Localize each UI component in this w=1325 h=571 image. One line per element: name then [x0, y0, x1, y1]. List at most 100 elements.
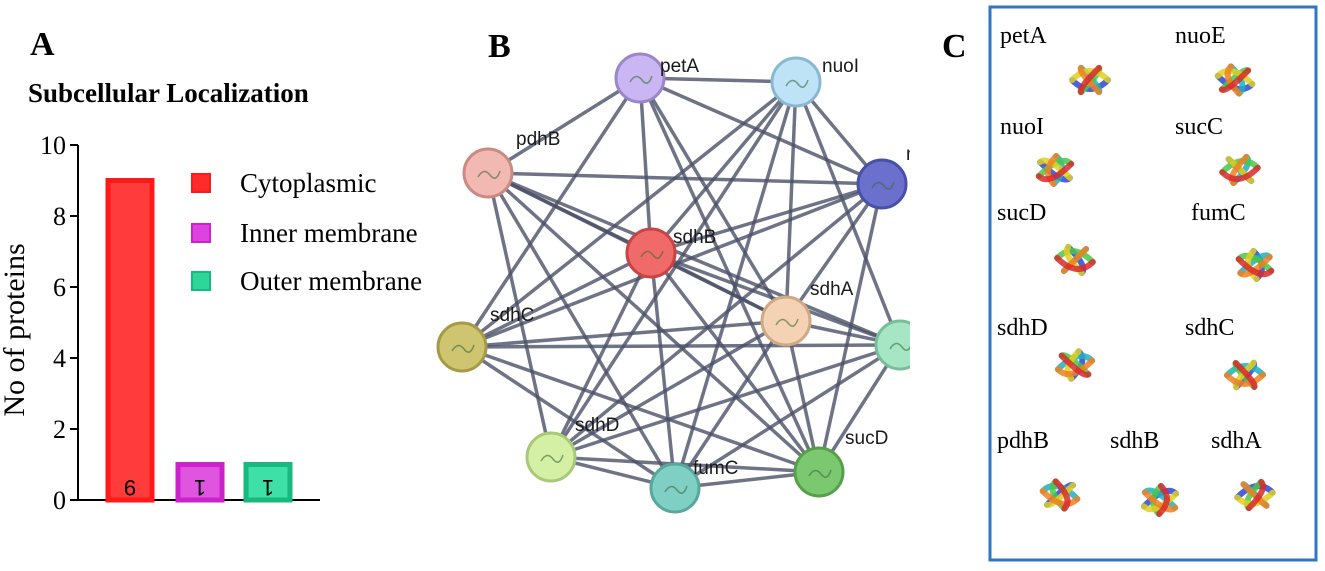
legend-swatch: [191, 223, 211, 243]
node-structure-glyph: [664, 485, 688, 494]
structure-ribbon: [1232, 359, 1257, 391]
structure-label-fumC: fumC: [1191, 200, 1246, 226]
structure-ribbon: [1069, 68, 1111, 83]
edge-sdhC-sucD: [461, 345, 820, 474]
edge-pdhB-nuoE: [487, 171, 883, 186]
structure-ribbon: [1219, 164, 1261, 182]
structure-ribbon: [1054, 357, 1096, 378]
y-axis-label: No of proteins: [0, 243, 31, 416]
y-axis: 0 2 4 6 8 10: [40, 131, 320, 515]
structure-ribbon: [1214, 67, 1256, 88]
bar-cytoplasmic: [105, 178, 155, 503]
node-label-pdhB: pdhB: [516, 129, 560, 150]
edge-petA-nuoE: [639, 76, 883, 186]
structure-image-sucC: [1219, 153, 1261, 187]
legend-swatch: [191, 271, 211, 291]
y-tick-label: 0: [53, 486, 66, 515]
bar-outer-membrane: [243, 462, 293, 503]
node-structure-glyph: [785, 79, 809, 88]
structure-image-fumC: [1235, 248, 1275, 282]
node-label-sdhA: sdhA: [810, 279, 854, 300]
y-tick-label: 2: [53, 415, 66, 444]
edge-nuoI-sdhD: [549, 81, 798, 458]
structure-ribbon: [1228, 153, 1250, 187]
edge-nuoI-sdhB: [649, 80, 798, 255]
structure-label-nuoE: nuoE: [1175, 23, 1226, 49]
node-label-sdhC: sdhC: [490, 305, 534, 326]
structure-image-nuoI: [1035, 153, 1075, 187]
edge-sdhA-fumC: [673, 320, 788, 489]
edge-sdhA-sdhC: [461, 319, 787, 349]
network-edges: [460, 76, 902, 490]
y-tick-label: 6: [53, 273, 66, 302]
node-structure-glyph: [808, 469, 832, 478]
legend-label: Outer membrane: [240, 266, 422, 296]
node-label-fumC: fumC: [693, 458, 738, 479]
node-structure-glyph: [451, 344, 475, 353]
node-label-petA: petA: [660, 56, 699, 77]
structure-ribbon: [1218, 67, 1252, 93]
structure-ribbon: [1232, 360, 1258, 390]
y-tick-label: 8: [53, 202, 66, 231]
structure-image-sucD: [1054, 244, 1096, 276]
edge-sdhB-sdhC: [461, 251, 652, 349]
node-structure-glyph: [889, 342, 910, 351]
interaction-network: petAnuoIpdhBnuoEsdhBsdhAsdhCsucCsdhDfumC…: [436, 52, 910, 514]
structure-image-sdhB: [1140, 483, 1180, 517]
structure-ribbon: [1077, 64, 1102, 96]
edge-sdhD-sucD: [550, 455, 820, 474]
node-label-nuoI: nuoI: [822, 56, 859, 77]
edge-petA-sdhB: [638, 77, 653, 254]
structure-label-sdhA: sdhA: [1211, 428, 1262, 454]
edge-sdhC-fumC: [461, 345, 676, 490]
structure-ribbon: [1069, 77, 1111, 92]
bar-value-label: 9: [124, 475, 136, 500]
structure-ribbon: [1240, 481, 1270, 509]
structure-ribbon: [1035, 160, 1075, 183]
structure-image-nuoE: [1214, 63, 1256, 97]
y-tick-label: 10: [40, 131, 66, 160]
edge-nuoE-sdhB: [650, 182, 883, 255]
structure-image-pdhB: [1039, 478, 1081, 512]
bar-value-label: 1: [194, 475, 206, 500]
node-label-sdhD: sdhD: [575, 415, 619, 436]
structure-label-sdhC: sdhC: [1185, 315, 1234, 341]
bar-inner-membrane: [175, 462, 225, 503]
edge-nuoE-sdhA: [784, 182, 884, 323]
structure-ribbon: [1235, 256, 1275, 278]
node-structure-glyph: [477, 170, 501, 179]
y-tick-label: 4: [53, 344, 66, 373]
network-nodes: petAnuoIpdhBnuoEsdhBsdhAsdhCsucCsdhDfumC…: [436, 52, 910, 514]
edge-sdhB-sdhD: [549, 252, 653, 458]
structure-ribbon: [1245, 478, 1266, 512]
structure-label-pdhB: pdhB: [997, 428, 1049, 454]
structure-frame: [988, 5, 1318, 562]
edge-pdhB-fumC: [486, 172, 677, 489]
legend-label: Cytoplasmic: [240, 168, 377, 198]
chart-title: Subcellular Localization: [28, 78, 309, 108]
edge-sdhB-fumC: [649, 252, 677, 489]
edge-nuoE-sdhD: [549, 182, 884, 459]
legend-label: Inner membrane: [240, 218, 418, 248]
structure-image-sdhC: [1224, 359, 1266, 391]
panel-a-letter: A: [30, 26, 55, 63]
node-structure-glyph: [871, 181, 895, 190]
structure-label-sucD: sucD: [997, 200, 1046, 226]
edge-nuoI-sdhA: [784, 81, 798, 322]
node-label-nuoE: nuoE: [906, 144, 910, 165]
node-label-sucD: sucD: [845, 428, 888, 449]
node-structure-glyph: [640, 250, 664, 259]
edge-pdhB-sdhD: [486, 172, 553, 458]
edge-sucC-fumC: [674, 343, 901, 490]
structure-label-nuoI: nuoI: [1000, 114, 1044, 140]
structure-ribbon: [1224, 63, 1243, 97]
panel-c-letter: C: [942, 28, 967, 65]
node-structure-glyph: [540, 454, 564, 463]
structure-ribbon: [1156, 483, 1170, 517]
structure-label-sucC: sucC: [1175, 114, 1223, 140]
structure-ribbon: [1077, 64, 1102, 96]
node-structure-glyph: [775, 318, 799, 327]
